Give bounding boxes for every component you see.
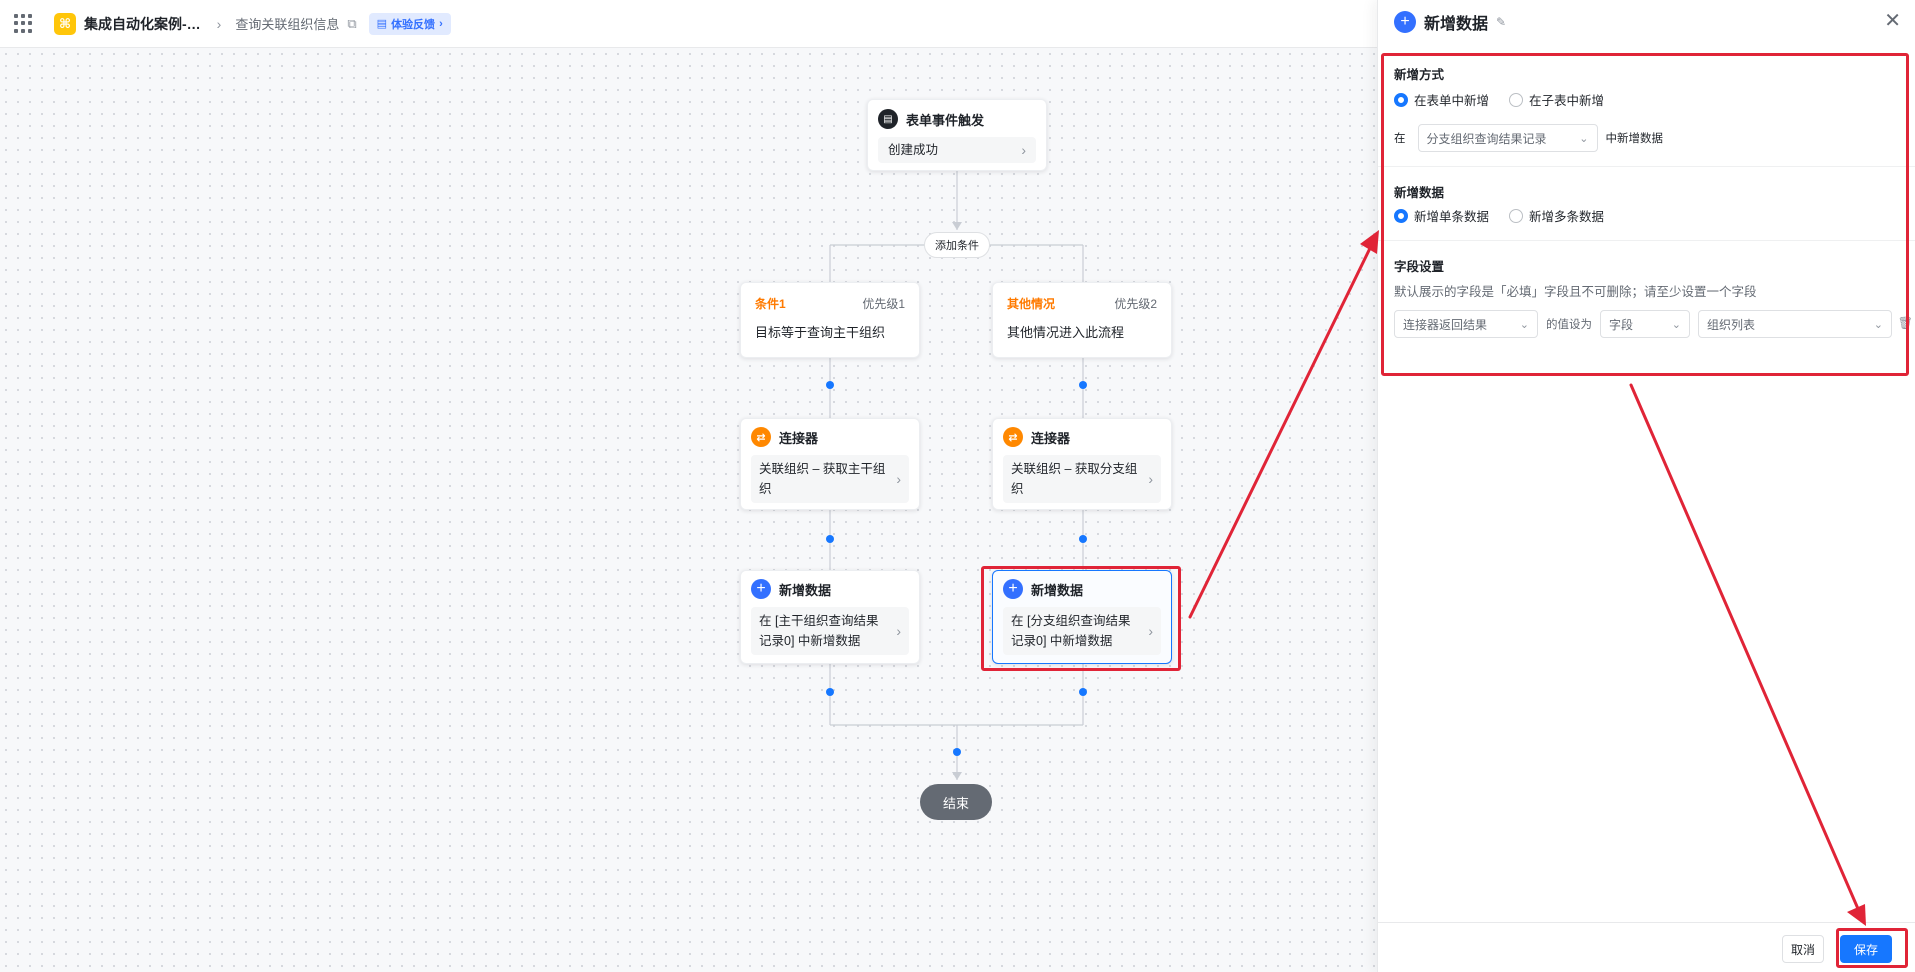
add-data-action-label: 在 [分支组织查询结果记录0] 中新增数据 (1011, 614, 1131, 648)
save-button[interactable]: 保存 (1840, 935, 1892, 963)
radio-unchecked-icon (1509, 208, 1524, 223)
connector-node-2[interactable]: ⇄ 连接器 关联组织 – 获取分支组织 › (992, 418, 1172, 510)
app-title[interactable]: 集成自动化案例-… (84, 15, 201, 32)
add-data-action[interactable]: 在 [分支组织查询结果记录0] 中新增数据 › (1003, 607, 1161, 655)
radio-checked-icon (1394, 208, 1408, 223)
trigger-event-label: 创建成功 (888, 143, 939, 157)
connector-action-label: 关联组织 – 获取主干组织 (759, 462, 886, 496)
node-config-panel: + 新增数据 ✎ ✕ 新增方式 在表单中新增 在子表中新增 在 分支组织查询结果… (1377, 0, 1915, 972)
radio-label: 新增单条数据 (1414, 210, 1490, 224)
source-select[interactable]: 连接器返回结果 ⌄ (1394, 310, 1538, 338)
end-node[interactable]: 结束 (920, 784, 992, 820)
condition-description: 其他情况进入此流程 (1007, 325, 1125, 340)
trigger-title: 表单事件触发 (906, 112, 985, 128)
mapping-label: 的值设为 (1546, 319, 1592, 331)
select-value: 连接器返回结果 (1403, 317, 1488, 332)
trigger-node[interactable]: ▤ 表单事件触发 创建成功 › (867, 99, 1047, 171)
divider (1378, 240, 1915, 241)
chevron-right-icon: › (1148, 471, 1153, 487)
connector-icon: ⇄ (1003, 427, 1023, 447)
cancel-button[interactable]: 取消 (1782, 935, 1824, 963)
target-table-select[interactable]: 分支组织查询结果记录 ⌄ (1417, 124, 1598, 152)
rename-pencil-icon[interactable]: ✎ (1496, 15, 1507, 29)
feedback-icon: ▤ (376, 18, 388, 30)
select-value: 组织列表 (1707, 317, 1756, 332)
connector-title: 连接器 (779, 430, 819, 446)
value-type-select[interactable]: 字段 ⌄ (1600, 310, 1690, 338)
close-icon[interactable]: ✕ (1884, 10, 1901, 32)
feedback-chevron-icon: › (439, 17, 443, 30)
radio-in-subtable[interactable]: 在子表中新增 (1509, 90, 1604, 109)
feedback-label: 体验反馈 (391, 18, 436, 31)
chevron-down-icon: ⌄ (1579, 132, 1589, 145)
add-data-action-label: 在 [主干组织查询结果记录0] 中新增数据 (759, 614, 879, 648)
top-bar: ⌘ 集成自动化案例-… › 查询关联组织信息 ⧉ ▤ 体验反馈 › (0, 0, 1377, 48)
add-data-title: 新增数据 (1031, 582, 1084, 598)
condition-node-1[interactable]: 条件1 优先级1 目标等于查询主干组织 (740, 282, 920, 358)
radio-unchecked-icon (1509, 92, 1524, 107)
target-field-select[interactable]: 组织列表 ⌄ (1698, 310, 1892, 338)
panel-title: 新增数据 (1424, 16, 1489, 33)
connector-action[interactable]: 关联组织 – 获取主干组织 › (751, 455, 909, 503)
radio-in-form[interactable]: 在表单中新增 (1394, 90, 1489, 109)
target-suffix: 中新增数据 (1605, 133, 1664, 145)
chevron-right-icon: › (1021, 142, 1026, 158)
add-data-radio-group: 新增单条数据 新增多条数据 (1394, 206, 1604, 225)
field-settings-title: 字段设置 (1394, 260, 1445, 274)
divider (1378, 166, 1915, 167)
connector-node-1[interactable]: ⇄ 连接器 关联组织 – 获取主干组织 › (740, 418, 920, 510)
chevron-down-icon: ⌄ (1671, 318, 1681, 331)
radio-single-record[interactable]: 新增单条数据 (1394, 206, 1489, 225)
feedback-button[interactable]: ▤ 体验反馈 › (368, 12, 451, 35)
add-data-node-1[interactable]: + 新增数据 在 [主干组织查询结果记录0] 中新增数据 › (740, 570, 920, 664)
flow-canvas[interactable] (0, 48, 1377, 972)
radio-label: 新增多条数据 (1529, 210, 1605, 224)
radio-checked-icon (1394, 92, 1408, 107)
app-logo-icon: ⌘ (54, 12, 76, 35)
chevron-right-icon: › (896, 471, 901, 487)
add-data-title: 新增数据 (1394, 186, 1445, 200)
plus-icon: + (1394, 11, 1416, 33)
chevron-down-icon: ⌄ (1519, 318, 1529, 331)
add-data-node-2[interactable]: + 新增数据 在 [分支组织查询结果记录0] 中新增数据 › (992, 570, 1172, 664)
add-condition-button[interactable]: 添加条件 (924, 232, 990, 258)
plus-icon: + (751, 579, 771, 599)
connector-action[interactable]: 关联组织 – 获取分支组织 › (1003, 455, 1161, 503)
connector-title: 连接器 (1031, 430, 1071, 446)
chevron-right-icon: › (1148, 623, 1153, 639)
condition-priority: 优先级2 (1114, 297, 1157, 311)
radio-multi-record[interactable]: 新增多条数据 (1509, 206, 1604, 225)
condition-title: 其他情况 (1007, 297, 1056, 311)
target-row: 在 分支组织查询结果记录 ⌄ 中新增数据 (1394, 124, 1663, 152)
condition-description: 目标等于查询主干组织 (755, 325, 886, 340)
flow-name: 查询关联组织信息 (235, 17, 340, 32)
delete-row-icon[interactable]: 🗑 (1897, 316, 1913, 330)
add-data-title: 新增数据 (779, 582, 832, 598)
add-data-action[interactable]: 在 [主干组织查询结果记录0] 中新增数据 › (751, 607, 909, 655)
field-settings-hint: 默认展示的字段是「必填」字段且不可删除；请至少设置一个字段 (1394, 285, 1757, 299)
form-icon: ▤ (878, 109, 898, 129)
field-mapping-row: 连接器返回结果 ⌄ 的值设为 字段 ⌄ 组织列表 ⌄ (1394, 310, 1892, 338)
plus-icon: + (1003, 579, 1023, 599)
condition-priority: 优先级1 (862, 297, 905, 311)
add-mode-title: 新增方式 (1394, 68, 1445, 82)
footer-divider (1378, 922, 1915, 923)
condition-node-2[interactable]: 其他情况 优先级2 其他情况进入此流程 (992, 282, 1172, 358)
condition-title: 条件1 (755, 297, 786, 311)
connector-icon: ⇄ (751, 427, 771, 447)
external-edit-icon[interactable]: ⧉ (347, 15, 357, 31)
app-grid-icon[interactable] (14, 13, 34, 34)
radio-label: 在子表中新增 (1529, 94, 1605, 108)
select-value: 字段 (1609, 317, 1634, 332)
target-prefix: 在 (1394, 133, 1406, 145)
chevron-down-icon: ⌄ (1873, 318, 1883, 331)
chevron-right-icon: › (896, 623, 901, 639)
connector-action-label: 关联组织 – 获取分支组织 (1011, 462, 1138, 496)
breadcrumb-chevron-icon: › (216, 15, 222, 32)
radio-label: 在表单中新增 (1414, 94, 1490, 108)
trigger-event[interactable]: 创建成功 › (878, 137, 1036, 163)
add-mode-radio-group: 在表单中新增 在子表中新增 (1394, 90, 1604, 109)
select-value: 分支组织查询结果记录 (1426, 131, 1547, 146)
